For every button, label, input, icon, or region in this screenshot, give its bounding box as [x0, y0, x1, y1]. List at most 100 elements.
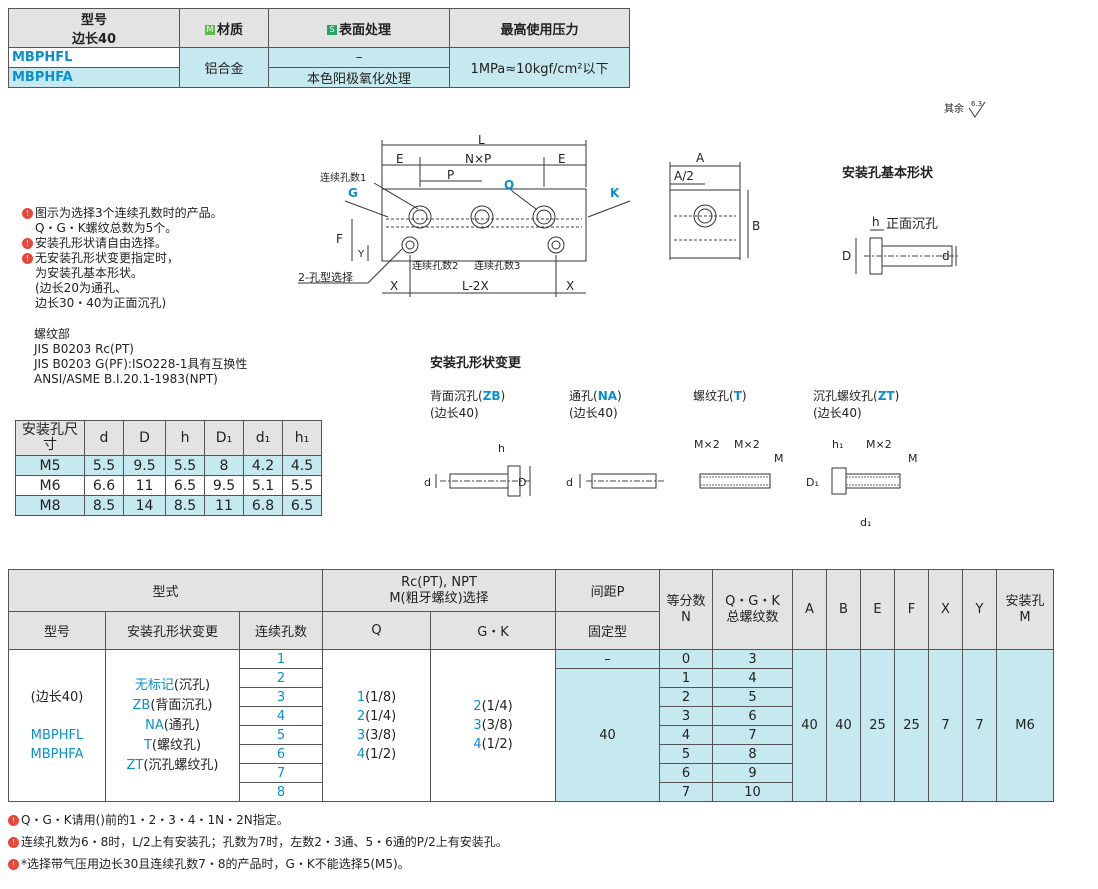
- cont-cell: 1: [239, 649, 323, 669]
- footnotes: !Q・G・K请用()前的1・2・3・4・1N・2N指定。 !连续孔数为6・8时，…: [8, 809, 508, 875]
- qgk-cell: 10: [712, 782, 793, 802]
- header-y: Y: [962, 569, 997, 650]
- hole-cell: 11: [123, 475, 166, 496]
- svg-text:L: L: [478, 135, 485, 147]
- qgk-cell: 6: [712, 706, 793, 726]
- note-icon: !: [8, 815, 19, 826]
- hole-cell: 8.5: [84, 495, 124, 516]
- svg-text:B: B: [752, 219, 760, 233]
- model-header: 型号: [8, 8, 180, 28]
- hole-table-header-size: 安装孔尺寸: [15, 420, 85, 456]
- svg-text:连续孔数3: 连续孔数3: [474, 259, 520, 272]
- header-a: A: [792, 569, 827, 650]
- hole-cell: 6.6: [84, 475, 124, 496]
- material-value: 铝合金: [179, 47, 269, 88]
- svg-text:M: M: [908, 452, 918, 465]
- model-cell: (边长40) MBPHFL MBPHFA: [8, 649, 106, 802]
- qgk-cell: 9: [712, 763, 793, 783]
- pitch-dash: –: [555, 649, 660, 669]
- svg-text:h₁: h₁: [832, 438, 843, 451]
- qgk-cell: 8: [712, 744, 793, 764]
- svg-text:h: h: [498, 442, 505, 455]
- svg-text:Y: Y: [357, 249, 365, 260]
- variant-drawings: h d D d M×2 M×2 M h₁ M×2 M D₁ d₁: [424, 438, 918, 529]
- svg-text:M×2: M×2: [694, 438, 720, 451]
- header-b: B: [826, 569, 861, 650]
- n-cell: 5: [659, 744, 713, 764]
- svg-text:连续孔数1: 连续孔数1: [320, 171, 366, 184]
- roughness-note: 其余 6.3: [944, 100, 989, 118]
- svg-text:M×2: M×2: [734, 438, 760, 451]
- header-pitch: 间距P: [555, 569, 660, 612]
- qgk-cell: 3: [712, 649, 793, 669]
- q-cell: 1(1/8) 2(1/4) 3(3/8) 4(1/2): [322, 649, 431, 802]
- hole-cell: 4.5: [282, 455, 322, 476]
- f-value: 25: [894, 649, 929, 802]
- svg-text:K: K: [610, 186, 620, 200]
- hole-cell: 14: [123, 495, 166, 516]
- cont-cell: 4: [239, 706, 323, 726]
- svg-text:d: d: [566, 476, 573, 489]
- main-drawing: L E N×P E P 连续孔数1 G Q K F Y: [298, 135, 631, 297]
- thread-notes: 螺纹部 JIS B0203 Rc(PT) JIS B0203 G(PF):ISO…: [34, 327, 248, 386]
- svg-text:正面沉孔: 正面沉孔: [886, 217, 938, 232]
- shape-variant-title: 安装孔形状变更: [430, 356, 522, 371]
- roughness-icon: 6.3: [968, 100, 986, 118]
- header-shape: 安装孔形状变更: [105, 611, 240, 650]
- hole-cell: 6.5: [282, 495, 322, 516]
- header-type: 型式: [8, 569, 323, 612]
- svg-text:D: D: [518, 476, 526, 489]
- basic-shape-drawing: h 正面沉孔 D d: [842, 215, 958, 275]
- svg-text:M: M: [774, 452, 784, 465]
- hole-cell: 11: [204, 495, 244, 516]
- y-value: 7: [962, 649, 997, 802]
- n-cell: 2: [659, 687, 713, 707]
- cont-cell: 6: [239, 744, 323, 764]
- note-icon: !: [22, 238, 33, 249]
- hole-table-header: d₁: [243, 420, 283, 456]
- svg-text:X: X: [390, 279, 398, 293]
- n-cell: 4: [659, 725, 713, 745]
- svg-text:d: d: [424, 476, 431, 489]
- svg-text:P: P: [447, 168, 454, 182]
- svg-text:d: d: [942, 249, 950, 263]
- svg-text:X: X: [566, 279, 574, 293]
- cont-cell: 7: [239, 763, 323, 783]
- surface-value-1: –: [268, 47, 450, 68]
- qgk-cell: 5: [712, 687, 793, 707]
- header-cont: 连续孔数: [239, 611, 323, 650]
- hole-cell: 6.5: [165, 475, 205, 496]
- svg-text:N×P: N×P: [465, 152, 491, 166]
- hole-cell: 9.5: [123, 455, 166, 476]
- hole-cell: M8: [15, 495, 85, 516]
- m-value: M6: [996, 649, 1054, 802]
- hole-cell: 5.5: [84, 455, 124, 476]
- svg-text:G: G: [348, 186, 358, 200]
- header-x: X: [928, 569, 963, 650]
- gk-cell: 2(1/4) 3(3/8) 4(1/2): [430, 649, 556, 802]
- svg-text:A: A: [696, 151, 705, 165]
- svg-text:L-2X: L-2X: [462, 279, 489, 293]
- svg-text:A/2: A/2: [674, 169, 694, 183]
- variant-zt: 沉孔螺纹孔(ZT) (边长40): [813, 389, 900, 420]
- n-cell: 3: [659, 706, 713, 726]
- hole-cell: 6.8: [243, 495, 283, 516]
- svg-text:E: E: [558, 152, 566, 166]
- pressure-value: 1MPa≈10kgf/cm²以下: [449, 47, 630, 88]
- variant-zb: 背面沉孔(ZB) (边长40): [430, 389, 506, 420]
- svg-text:Q: Q: [504, 178, 514, 192]
- e-value: 25: [860, 649, 895, 802]
- hole-table-header: h: [165, 420, 205, 456]
- header-model: 型号: [8, 611, 106, 650]
- surface-s-icon: S: [326, 25, 337, 35]
- hole-table-header: h₁: [282, 420, 322, 456]
- svg-text:2-孔型选择: 2-孔型选择: [298, 270, 353, 284]
- shape-cell: 无标记(沉孔) ZB(背面沉孔) NA(通孔) T(螺纹孔) ZT(沉孔螺纹孔): [105, 649, 240, 802]
